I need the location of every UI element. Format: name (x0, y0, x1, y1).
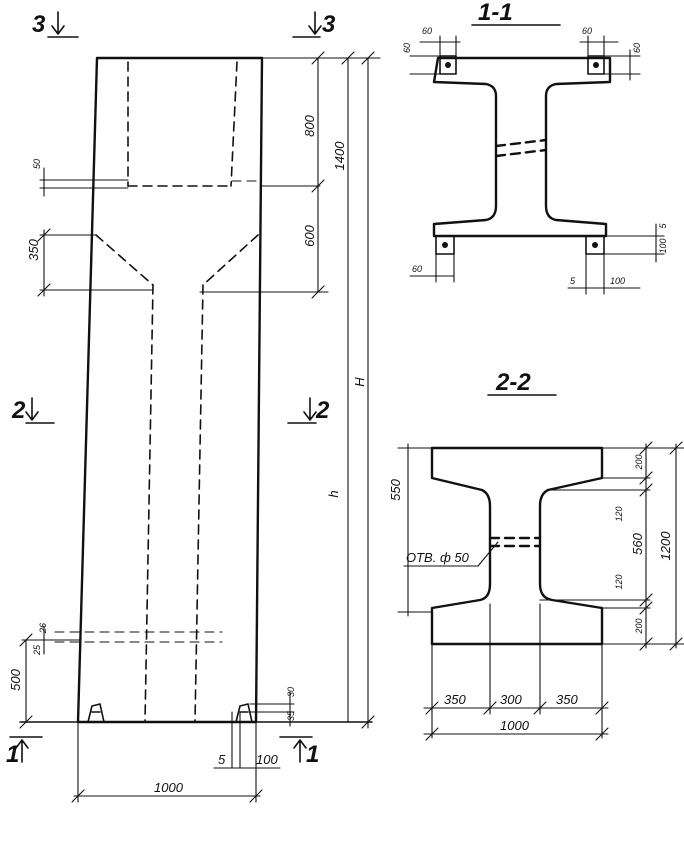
s1-dim-top-left-lines (409, 35, 461, 75)
s1-dim-60-tl-v: 60 (402, 43, 412, 53)
base-foot-right (235, 703, 253, 723)
section-1-1: 1-1 60 60 60 60 60 5 100 5 100 (402, 0, 668, 295)
section-1-1-hole (494, 138, 548, 158)
elevation-outline (76, 56, 264, 724)
bolt-top-right (593, 62, 599, 68)
elevation-dim-lines (199, 57, 381, 729)
dim-350-ticks (37, 228, 51, 297)
section-marker-1-right: 1 (306, 741, 319, 768)
s1-dim-bottom-right-lines (567, 253, 641, 295)
section-marker-3-right: 3 (322, 11, 336, 38)
s1-dim-right-lines (603, 223, 665, 263)
s2-dim-120-bottom: 120 (614, 574, 624, 589)
dim-5: 5 (218, 752, 226, 767)
section-2-2-hole (488, 536, 542, 548)
s2-hole-leader (403, 541, 499, 567)
section-arrow-2-right (287, 397, 317, 424)
s2-dim-bottom-lines (423, 603, 609, 739)
section-marker-2-left: 2 (11, 397, 26, 424)
plate-bottom-right (585, 235, 605, 255)
s2-dim-right-ticks (639, 441, 683, 651)
dim-base-small-lines (249, 691, 295, 727)
dim-100: 100 (256, 752, 278, 767)
dim-30: 30 (286, 687, 296, 697)
s1-dim-top-right-lines (579, 35, 641, 81)
dim-26: 26 (38, 623, 48, 634)
s2-dim-right-lines (539, 443, 684, 649)
s2-dim-550: 550 (388, 478, 403, 500)
s2-dim-300: 300 (500, 692, 522, 707)
dim-25: 25 (32, 644, 42, 656)
s1-dim-100-br: 100 (610, 276, 625, 286)
dim-width-1000: 1000 (154, 780, 184, 795)
elevation-dim-ticks (311, 51, 375, 729)
dim-35: 35 (286, 710, 296, 721)
dim-350: 350 (26, 238, 41, 260)
dim-50-lines (39, 167, 129, 197)
s2-dim-560: 560 (630, 532, 645, 554)
plate-top-left (439, 55, 457, 75)
s2-dim-200-top: 200 (634, 454, 644, 470)
section-1-1-outline (432, 56, 612, 238)
dim-500-lines (21, 639, 81, 723)
dim-600: 600 (302, 224, 317, 246)
s2-dim-1200: 1200 (658, 531, 673, 561)
s2-dim-200-bottom: 200 (634, 618, 644, 634)
section-arrow-3-right (292, 11, 322, 38)
s2-dim-120-top: 120 (614, 506, 624, 521)
haunch-right (202, 234, 259, 286)
dim-anchor-lines (213, 711, 281, 769)
s1-dim-bottom-left-lines (409, 253, 455, 283)
column-elevation (19, 56, 373, 724)
s1-dim-60-tl-h: 60 (422, 26, 432, 36)
upper-recess-right (230, 61, 238, 187)
dim-h: h (326, 490, 341, 497)
plate-bottom-left (435, 235, 455, 255)
section-arrow-3-left (47, 11, 79, 38)
base-foot-left (87, 703, 105, 723)
dim-50: 50 (32, 159, 42, 169)
dim-800: 800 (302, 114, 317, 136)
s1-dim-100-right: 100 (658, 238, 668, 253)
s2-dim-1000: 1000 (500, 718, 530, 733)
s2-hole-label: ОТВ. ф 50 (406, 550, 470, 565)
plate-top-right (587, 55, 605, 75)
s2-dim-350-right: 350 (556, 692, 578, 707)
dim-H: H (352, 377, 367, 387)
s1-dim-5-br: 5 (570, 276, 576, 286)
dim-500: 500 (8, 668, 23, 690)
dim-1000-ticks (71, 789, 263, 803)
section-marker-2-right: 2 (315, 397, 330, 424)
s1-dim-60-bl: 60 (412, 264, 422, 274)
s2-dim-bottom-ticks (425, 701, 609, 741)
section-markers: 3 3 2 2 1 1 (6, 11, 336, 768)
dim-1400: 1400 (332, 141, 347, 171)
section-marker-3-left: 3 (32, 11, 46, 38)
s1-dim-5-right: 5 (658, 223, 668, 229)
s2-dim-550-lines (397, 443, 433, 617)
elevation-dimensions: 800 1400 600 H h 50 350 500 26 25 30 35 … (8, 51, 381, 803)
s2-dim-350-left: 350 (444, 692, 466, 707)
section-arrow-1-right (279, 736, 313, 763)
dim-500-ticks (19, 633, 33, 729)
bolt-top-left (445, 62, 451, 68)
section-2-2-title: 2-2 (495, 369, 531, 396)
haunch-left (95, 234, 154, 286)
section-2-2-outline (430, 446, 604, 646)
dim-350-lines (39, 229, 154, 297)
section-arrow-1-left (9, 736, 43, 763)
s1-dim-60-tr-h: 60 (582, 26, 592, 36)
stem-left (144, 284, 154, 723)
bolt-bottom-left (442, 242, 448, 248)
section-2-2: 2-2 550 200 120 560 120 200 1200 ОТВ. ф … (388, 369, 684, 741)
bolt-bottom-right (592, 242, 598, 248)
section-arrow-2-left (25, 397, 55, 424)
dim-1000-lines (73, 721, 261, 803)
s1-dim-60-tr-v: 60 (632, 43, 642, 53)
stem-right (194, 284, 204, 723)
section-1-1-title: 1-1 (478, 0, 513, 26)
